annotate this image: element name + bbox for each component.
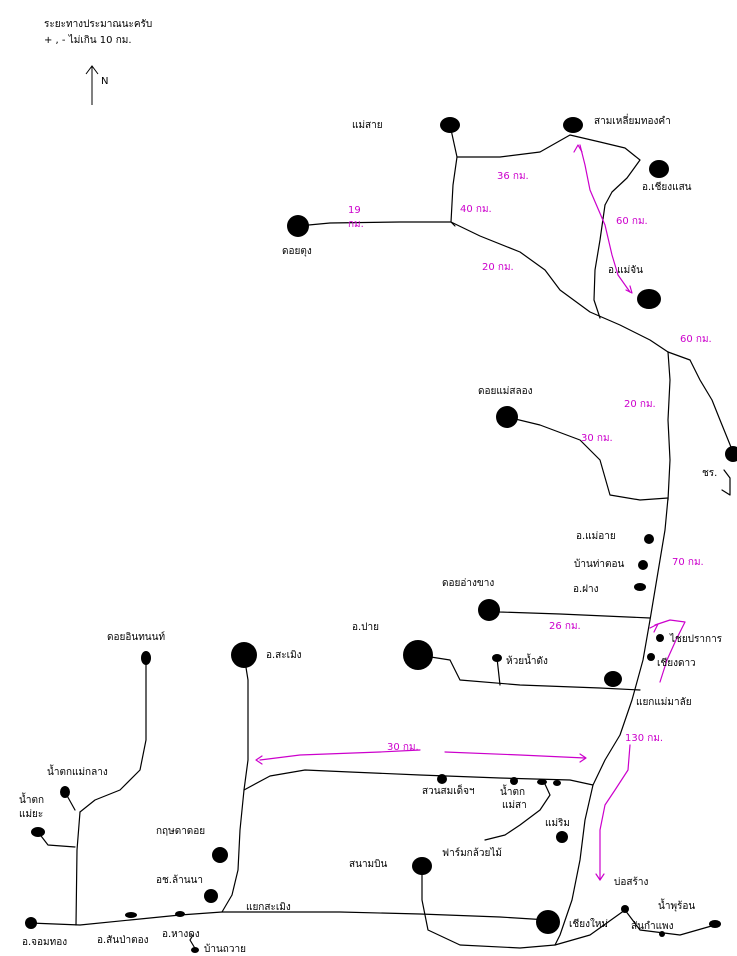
fang-marker	[634, 583, 646, 591]
road-network	[29, 124, 734, 951]
doi-inthanon-marker	[141, 651, 151, 665]
distance-40: 40 กม.	[460, 204, 492, 215]
distance-36: 36 กม.	[497, 171, 529, 182]
compass-label: N	[101, 76, 108, 87]
farm-marker-2	[553, 780, 561, 786]
label-lanna: อช.ล้านนา	[156, 874, 203, 886]
label-hot-springs: น้ำพุร้อน	[658, 898, 695, 912]
mae-sai-marker	[440, 117, 460, 133]
label-san-pa-tong: อ.สันป่าตอง	[97, 935, 149, 946]
huai-nam-dang-marker	[492, 654, 502, 662]
distance-60-a: 60 กม.	[616, 216, 648, 227]
north-arrow-icon	[85, 65, 99, 105]
doi-mae-salong-marker	[496, 406, 518, 428]
label-mae-sa-falls-2: แม่สา	[502, 800, 527, 811]
label-doi-mae-salong: ดอยแม่สลอง	[478, 386, 533, 397]
distance-60-b: 60 กม.	[680, 334, 712, 345]
label-suan-somdet: สวนสมเด็จฯ	[422, 783, 475, 797]
distance-30-b: 30 กม.	[387, 742, 419, 753]
distance-labels: 36 กม. 40 กม. 19 กม. 60 กม. 20 กม. 60 กม…	[348, 171, 712, 753]
label-kutdadoi: กฤษดาดอย	[156, 826, 205, 837]
label-mae-chan: อ.แม่จัน	[608, 265, 643, 276]
label-mae-malai: แยกแม่มาลัย	[636, 697, 692, 708]
label-chiang-rai: ชร.	[702, 468, 717, 479]
distance-130: 130 กม.	[625, 733, 663, 744]
hot-springs-marker	[709, 920, 721, 928]
san-pa-tong-marker	[125, 912, 137, 918]
label-doi-inthanon: ดอยอินทนนท์	[107, 631, 165, 643]
chom-thong-marker	[25, 917, 37, 929]
label-mae-ya-falls-1: น้ำตก	[19, 792, 44, 806]
label-fang: อ.ฝาง	[573, 584, 599, 595]
label-chiang-saen: อ.เชียงแสน	[642, 181, 692, 193]
label-mae-sa-falls-1: น้ำตก	[500, 784, 525, 798]
distance-20-a: 20 กม.	[482, 262, 514, 273]
label-hang-dong: อ.หางดง	[162, 929, 200, 940]
label-san-kamphaeng: สันกำแพง	[631, 921, 674, 932]
airport-marker	[412, 857, 432, 875]
label-huai-nam-dang: ห้วยน้ำดัง	[506, 653, 548, 667]
label-chai-prakan: ไชยปราการ	[669, 633, 723, 645]
hang-dong-marker	[175, 911, 185, 917]
label-ban-tha-ton: บ้านท่าตอน	[574, 558, 625, 570]
chiang-mai-marker	[536, 910, 560, 934]
chiang-dao-marker	[647, 653, 655, 661]
label-chiang-mai: เชียงใหม่	[569, 918, 608, 930]
mae-chan-marker	[637, 289, 661, 309]
distance-70: 70 กม.	[672, 557, 704, 568]
distance-26: 26 กม.	[549, 621, 581, 632]
lanna-marker	[204, 889, 218, 903]
distance-19-unit: กม.	[348, 219, 364, 230]
label-mae-ai: อ.แม่อาย	[576, 531, 616, 542]
kutdadoi-marker	[212, 847, 228, 863]
pai-marker	[403, 640, 433, 670]
label-sam-liam: สามเหลี่ยมทองคำ	[594, 113, 671, 127]
distance-routes	[255, 144, 686, 881]
label-mae-rim: แม่ริม	[545, 818, 570, 829]
distance-30-a: 30 กม.	[581, 433, 613, 444]
doi-ang-khang-marker	[478, 599, 500, 621]
label-airport: สนามบิน	[349, 859, 387, 870]
ban-tha-ton-marker	[638, 560, 648, 570]
bo-sang-marker	[621, 905, 629, 913]
mae-rim-marker	[556, 831, 568, 843]
ban-tawai-marker	[191, 947, 199, 953]
sam-liam-marker	[563, 117, 583, 133]
suan-somdet-marker	[437, 774, 447, 784]
label-samoeng-junction: แยกสะเมิง	[246, 902, 291, 913]
doi-tung-marker	[287, 215, 309, 237]
chiang-saen-marker	[649, 160, 669, 178]
chiang-rai-marker	[725, 446, 737, 462]
chai-prakan-marker	[656, 634, 664, 642]
farm-marker-1	[537, 779, 547, 785]
label-doi-ang-khang: ดอยอ่างขาง	[442, 578, 494, 589]
label-doi-tung: ดอยตุง	[282, 246, 312, 257]
note-line-2: + , - ไม่เกิน 10 กม.	[44, 34, 132, 46]
label-chom-thong: อ.จอมทอง	[22, 937, 67, 948]
label-samoeng: อ.สะเมิง	[266, 650, 302, 661]
samoeng-marker	[231, 642, 257, 668]
label-chiang-dao: เชียงดาว	[657, 657, 696, 669]
mae-ya-falls-marker	[31, 827, 45, 837]
mae-sa-falls-marker	[510, 777, 518, 785]
distance-19-value: 19	[348, 205, 361, 216]
san-kamphaeng-marker	[659, 931, 665, 937]
label-bo-sang: บ่อสร้าง	[614, 876, 648, 888]
label-orchid-farm: ฟาร์มกล้วยไม้	[442, 847, 502, 859]
label-mae-klang-falls: น้ำตกแม่กลาง	[47, 764, 108, 778]
place-markers	[25, 117, 737, 953]
mae-malai-marker	[604, 671, 622, 687]
distance-20-b: 20 กม.	[624, 399, 656, 410]
label-ban-tawai: บ้านถวาย	[204, 943, 246, 955]
label-mae-sai: แม่สาย	[352, 120, 383, 131]
place-labels: แม่สาย สามเหลี่ยมทองคำ อ.เชียงแสน ดอยตุง…	[19, 113, 723, 955]
label-mae-ya-falls-2: แม่ยะ	[19, 809, 43, 820]
mae-ai-marker	[644, 534, 654, 544]
mae-klang-falls-marker	[60, 786, 70, 798]
label-pai: อ.ปาย	[352, 622, 379, 633]
note-line-1: ระยะทางประมาณนะครับ	[44, 19, 152, 30]
